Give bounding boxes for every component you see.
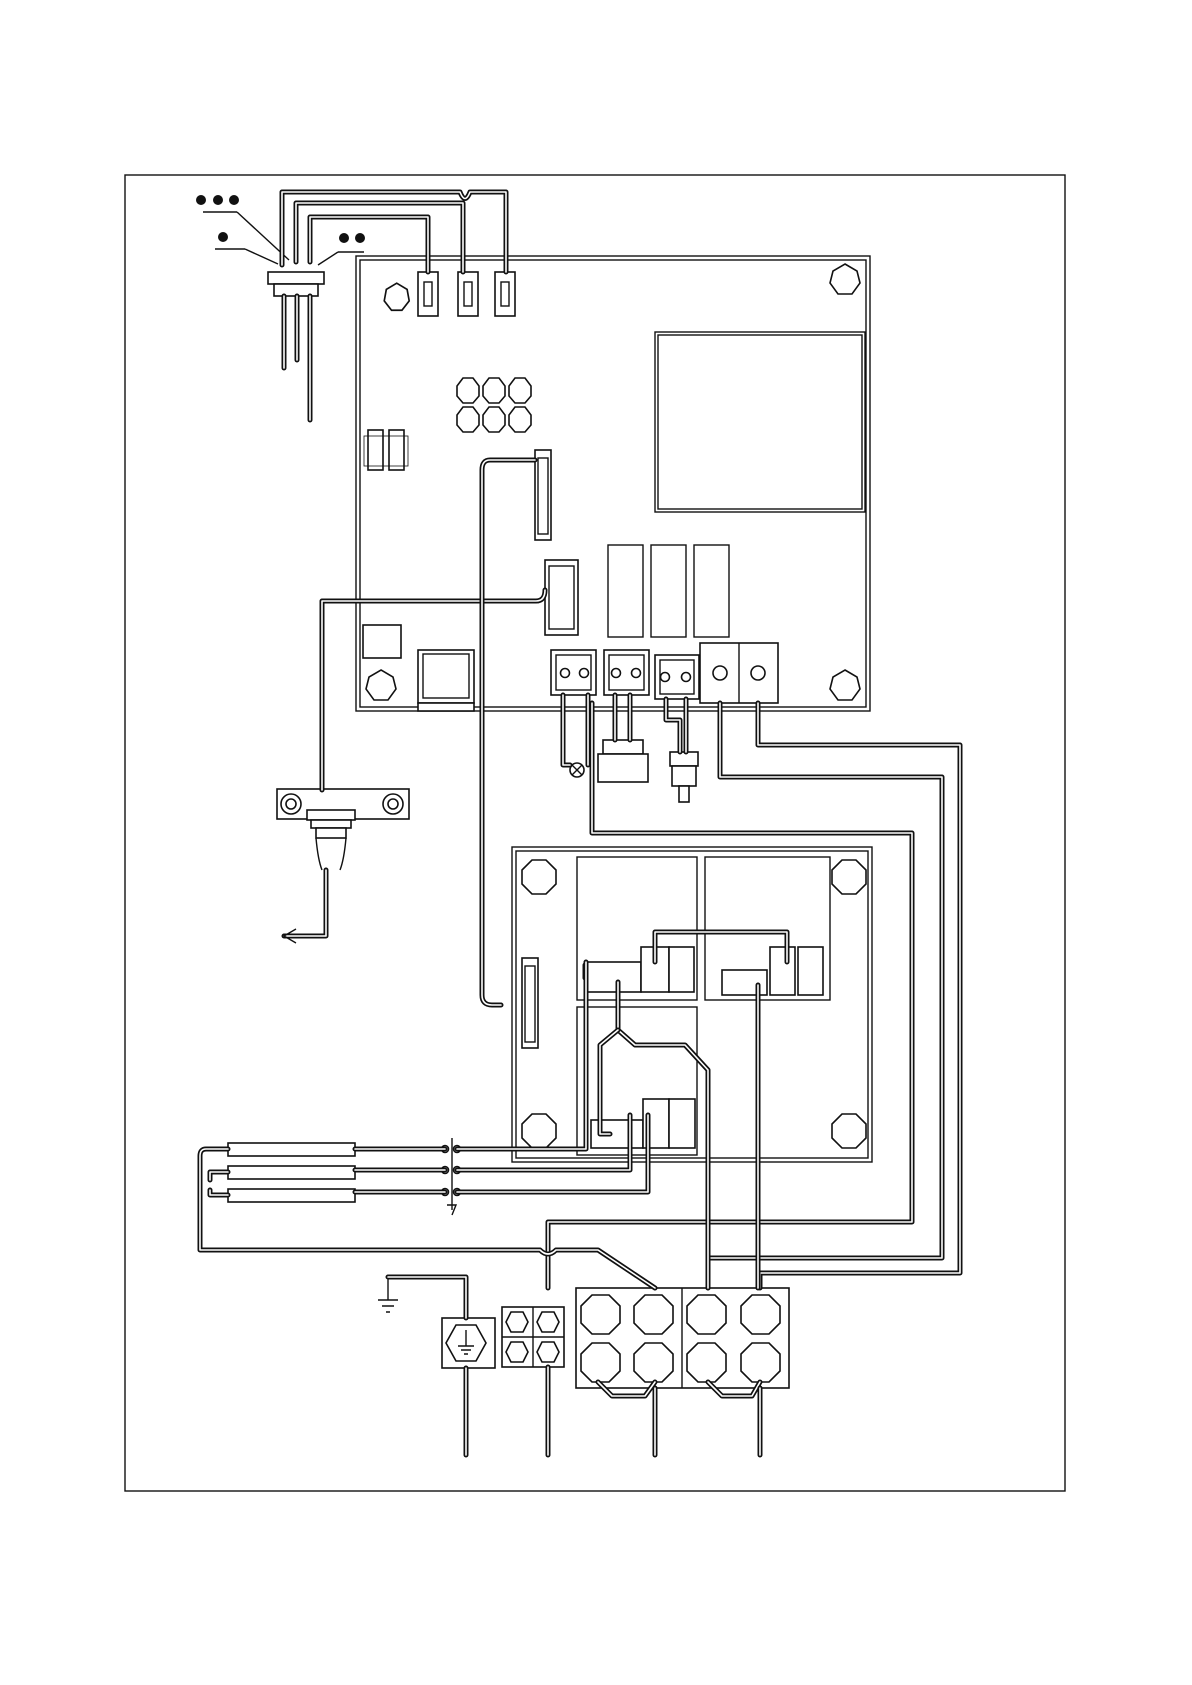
wire — [388, 1277, 466, 1318]
small-chip — [363, 625, 401, 658]
rocker-switch — [598, 740, 648, 782]
wire — [482, 460, 535, 1005]
heatsink-block — [418, 650, 474, 711]
sensor-connectors — [418, 272, 515, 316]
terminal-strip — [551, 643, 778, 703]
earth-terminal — [378, 1277, 495, 1368]
capacitor-cluster — [457, 378, 531, 432]
heating-elements — [228, 1143, 355, 1202]
wire — [296, 203, 463, 272]
mount-hole — [366, 670, 396, 700]
mount-hole — [830, 670, 860, 700]
board-connector — [522, 958, 538, 1048]
mount-hole — [832, 1114, 866, 1148]
wire — [600, 1030, 618, 1134]
transformer-block — [655, 332, 865, 512]
power-board — [512, 847, 872, 1162]
mount-hole — [384, 283, 409, 310]
mount-hole — [522, 860, 556, 894]
cable-clamp — [277, 789, 409, 943]
wire — [210, 1172, 228, 1180]
relay-row — [608, 545, 729, 637]
wire — [310, 217, 428, 272]
board-connector — [545, 560, 578, 635]
ribbon-connector — [535, 450, 551, 540]
control-board — [356, 256, 870, 711]
terminal-block — [576, 1288, 789, 1388]
mount-hole — [830, 264, 860, 294]
fuse-holder — [364, 430, 408, 470]
wire — [563, 695, 570, 765]
mount-hole — [522, 1114, 556, 1148]
plug-connector — [502, 1307, 564, 1367]
push-switch — [670, 752, 698, 802]
mount-hole — [832, 860, 866, 894]
